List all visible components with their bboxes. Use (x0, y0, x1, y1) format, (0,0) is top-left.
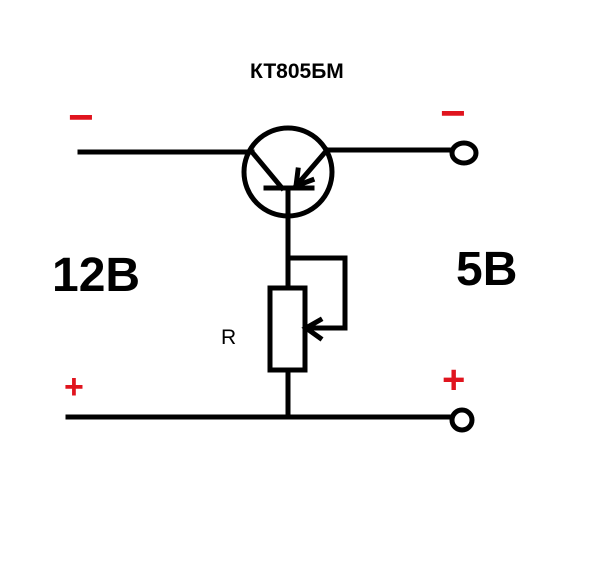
resistor-label: R (221, 326, 237, 349)
potentiometer-wiper-loop (285, 255, 348, 331)
input-negative-sign: − (68, 93, 94, 142)
input-voltage-label: 12В (52, 249, 141, 302)
output-negative-sign: − (440, 89, 466, 138)
transistor-collector (248, 148, 286, 192)
output-voltage-label: 5В (456, 243, 518, 296)
emitter-arrow (293, 167, 316, 190)
output-positive-terminal[interactable] (449, 407, 475, 433)
transistor-label: КТ805БМ (250, 60, 344, 83)
transistor-emitter (292, 146, 331, 190)
output-positive-sign: + (442, 358, 466, 402)
input-positive-sign: + (64, 368, 84, 406)
output-negative-terminal[interactable] (449, 140, 479, 166)
wiper-arrow (301, 316, 324, 342)
potentiometer-body (267, 285, 308, 373)
